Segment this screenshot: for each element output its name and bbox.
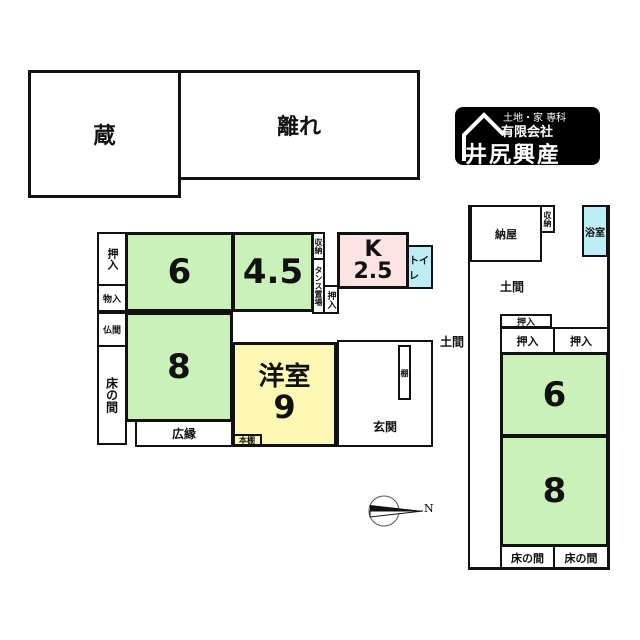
room-4-5-tatami: 4.5: [232, 232, 314, 312]
bathroom: 浴室: [582, 205, 608, 257]
hiroen: 広縁: [135, 420, 233, 447]
annex-room-8-tatami: 8: [500, 435, 609, 547]
monoire: 物入: [97, 284, 127, 312]
annex-shuno: 収納: [540, 205, 555, 233]
naya: 納屋: [470, 205, 542, 262]
butsuma: 仏間: [97, 312, 127, 347]
room-6-tatami: 6: [125, 232, 234, 312]
compass-arrow-icon: [368, 495, 424, 527]
logo-line1: 土地・家 専科: [503, 113, 567, 124]
tana: 棚: [398, 345, 411, 400]
hanare-label: 離れ: [276, 115, 321, 140]
kura: 蔵: [28, 70, 181, 198]
logo-line2: 有限会社: [501, 125, 554, 140]
company-logo: 土地・家 専科 有限会社 井尻興産: [455, 107, 600, 168]
genkan: 玄関: [337, 340, 433, 447]
logo-line3: 井尻興産: [465, 143, 562, 168]
hanare: 離れ: [178, 70, 420, 180]
north-label: N: [424, 502, 434, 515]
oshiire-b: 押入: [553, 327, 609, 354]
oshiire: 押入: [97, 232, 127, 286]
room-8-tatami: 8: [125, 312, 233, 422]
oshiire-a: 押入: [500, 327, 555, 354]
oshiire-small: 押入: [323, 285, 339, 314]
tokonoma-b: 床の間: [553, 545, 609, 570]
tokonoma-a: 床の間: [500, 545, 555, 570]
oshiire-small: 押入: [500, 314, 552, 328]
tokonoma: 床の間: [97, 345, 127, 445]
shuno: 収納: [312, 232, 325, 260]
annex-doma-label: 土間: [500, 280, 525, 294]
compass: N: [368, 495, 438, 527]
annex-room-6-tatami: 6: [500, 352, 609, 437]
hondana: 本棚: [232, 434, 262, 447]
doma-label: 土間: [440, 335, 465, 349]
house-icon: [462, 112, 506, 161]
kura-label: 蔵: [93, 124, 116, 149]
toilet: トイレ: [407, 245, 433, 289]
